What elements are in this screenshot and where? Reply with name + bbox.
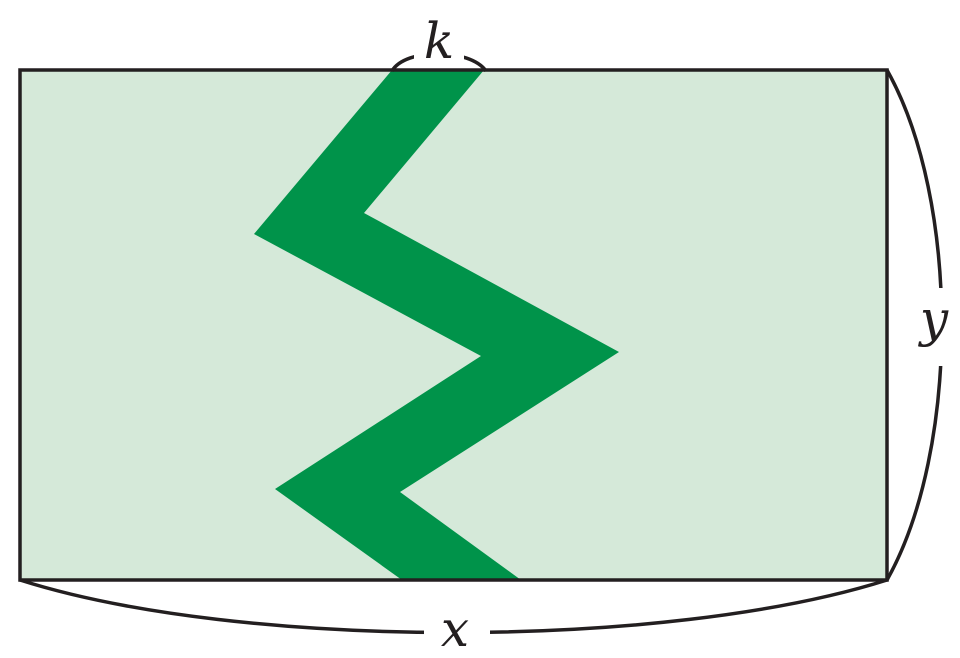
bottom-width-label: x — [441, 600, 469, 658]
top-width-label: k — [424, 12, 454, 70]
field-outline — [18, 68, 889, 582]
side-height-label: y — [918, 290, 949, 348]
side-height-label-bg — [912, 288, 956, 366]
zigzag-path — [254, 70, 619, 580]
top-width-label-bg — [414, 14, 464, 62]
bottom-width-label-bg — [424, 612, 490, 658]
